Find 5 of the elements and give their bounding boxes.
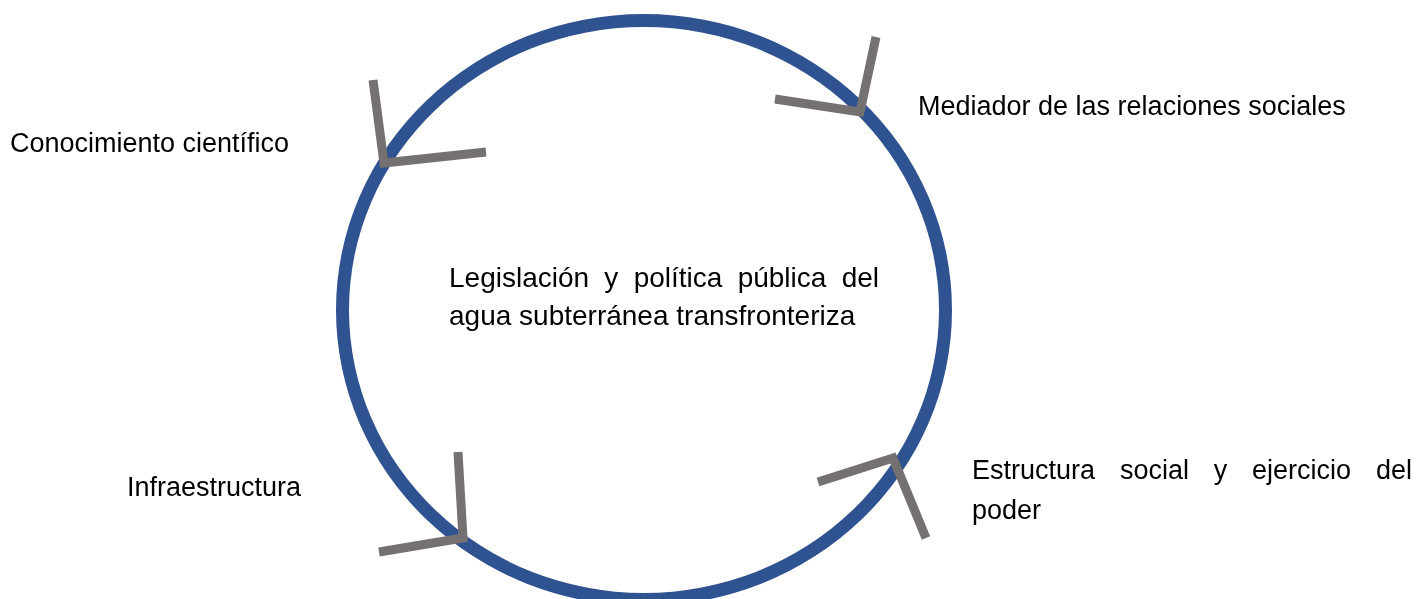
center-text: Legislación y política pública del agua subterránea transfronteriza [449,261,879,333]
label-text: Estructura social y ejercicio del poder [972,454,1412,527]
label-text: Mediador de las relaciones sociales [918,90,1347,123]
label-text: Conocimiento científico [10,127,291,160]
label-text: Infraestructura [127,471,303,504]
